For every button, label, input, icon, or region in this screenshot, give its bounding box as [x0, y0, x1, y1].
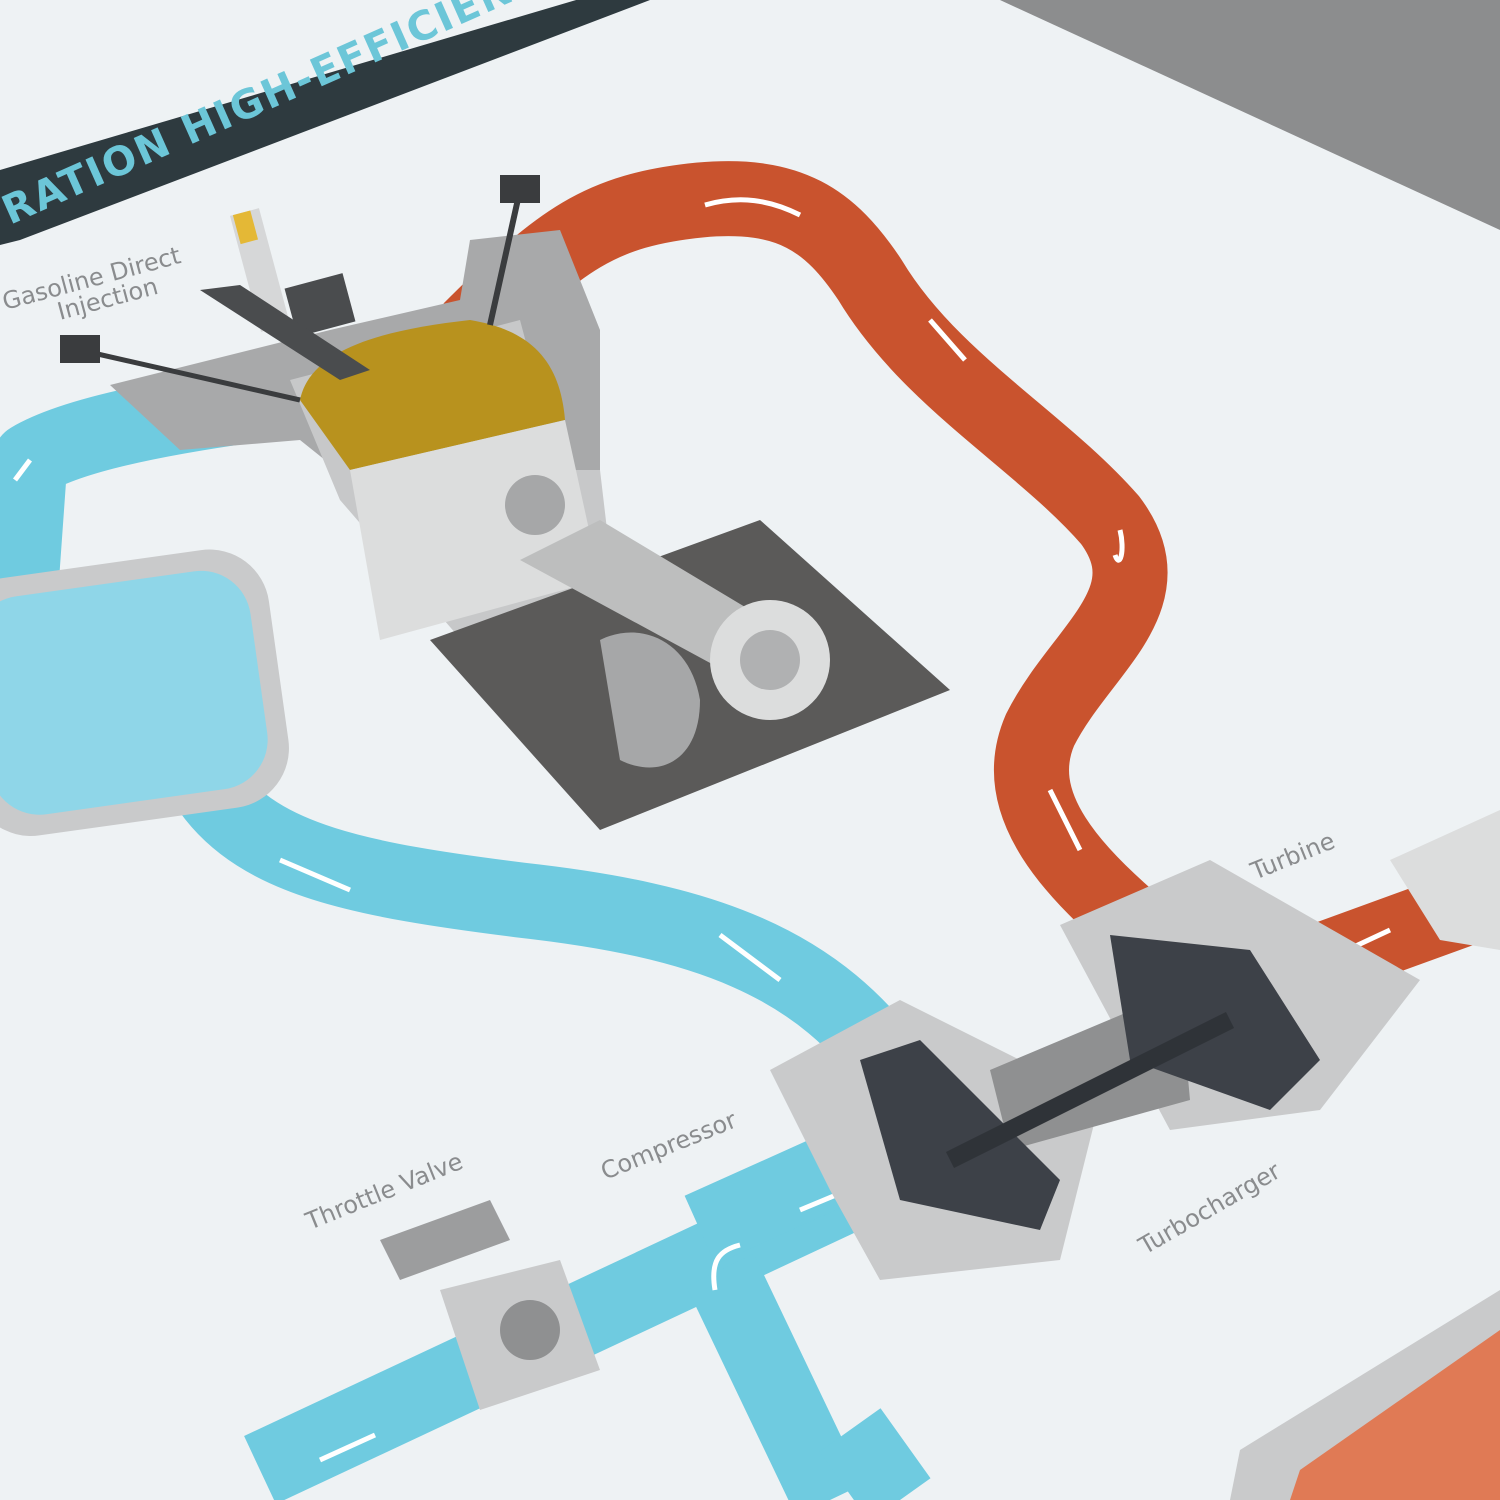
intake-flow-arrows	[13, 458, 861, 1463]
combustion-chamber	[300, 320, 565, 470]
throttle-valve	[380, 1200, 600, 1410]
turbocharger	[770, 810, 1500, 1280]
exhaust-outlet	[1390, 810, 1500, 950]
engine	[60, 175, 950, 830]
intercooler	[0, 549, 289, 837]
compressor-wheel	[860, 1040, 1060, 1230]
background-corner	[1000, 0, 1500, 230]
radiator	[1230, 1290, 1500, 1500]
piston	[350, 420, 600, 640]
